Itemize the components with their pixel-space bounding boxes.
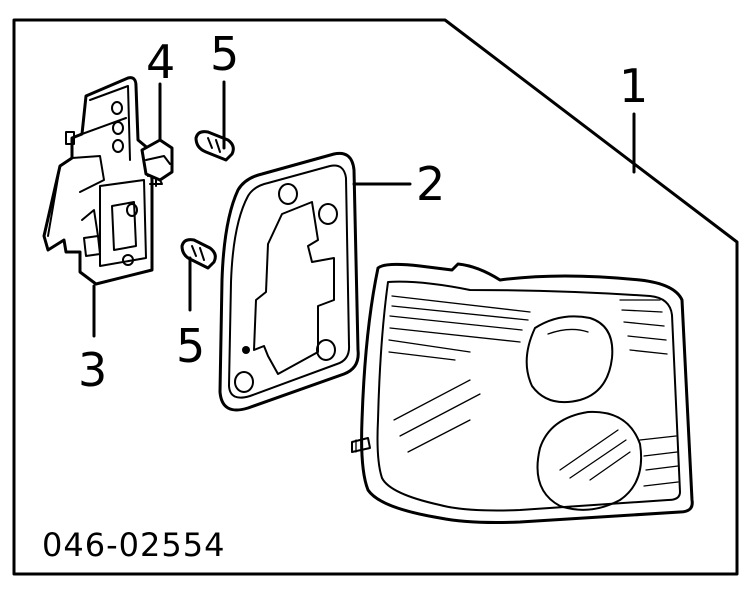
callout-part-1: 1 [619,59,648,113]
callout-part-4: 4 [146,35,175,89]
bulb-socket [140,138,174,185]
bulb-holder [42,76,157,286]
lamp-gasket [218,151,360,412]
bulb-upper [194,130,235,162]
callout-part-5-lower: 5 [176,319,205,373]
callout-part-5-upper: 5 [210,27,239,81]
callout-part-3: 3 [78,343,107,397]
tail-lamp-assembly [351,262,694,524]
callout-part-2: 2 [416,157,445,211]
diagram-part-number: 046-02554 [42,526,225,564]
diagram-frame [12,18,739,576]
bulb-lower [180,238,217,270]
